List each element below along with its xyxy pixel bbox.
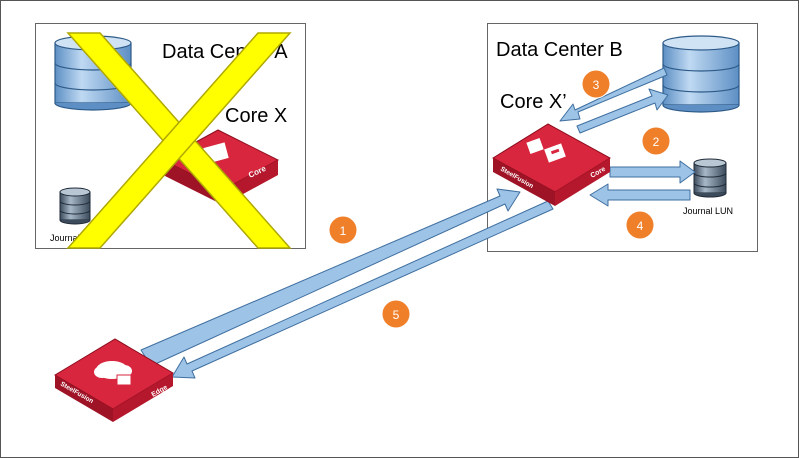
- arrow-step-2: [576, 88, 669, 134]
- svg-text:3: 3: [593, 78, 600, 92]
- dc-a-journal-icon: [59, 187, 91, 225]
- step-badge-2: 2: [641, 126, 671, 156]
- dc-b-core-device: SteelFusion Core: [492, 123, 611, 206]
- svg-text:5: 5: [393, 308, 400, 322]
- svg-text:2: 2: [653, 135, 660, 149]
- svg-text:4: 4: [637, 219, 644, 233]
- core-x-prime-label: Core X’: [500, 91, 567, 113]
- svg-text:1: 1: [340, 224, 347, 238]
- step-badge-3: 3: [581, 69, 611, 99]
- data-center-b-title: Data Center B: [496, 39, 623, 61]
- edge-device: SteelFusion Edge: [54, 338, 174, 422]
- dc-b-journal-label: Journal LUN: [683, 206, 733, 216]
- step-badge-5: 5: [381, 299, 411, 329]
- step-badge-4: 4: [625, 210, 655, 240]
- arrow-core-to-journal: [609, 160, 696, 184]
- x-mark-icon: [66, 32, 292, 249]
- core-x-label: Core X: [225, 105, 287, 127]
- arrow-step-1: [140, 188, 521, 367]
- arrow-step-3: [559, 67, 668, 122]
- dc-a-journal-label: Journal LUN: [50, 233, 100, 243]
- step-badge-1: 1: [328, 215, 358, 245]
- dc-b-storage-icon: [662, 35, 740, 113]
- arrow-step-5: [171, 200, 554, 379]
- arrow-step-4: [589, 183, 691, 207]
- dc-b-journal-icon: [693, 158, 727, 198]
